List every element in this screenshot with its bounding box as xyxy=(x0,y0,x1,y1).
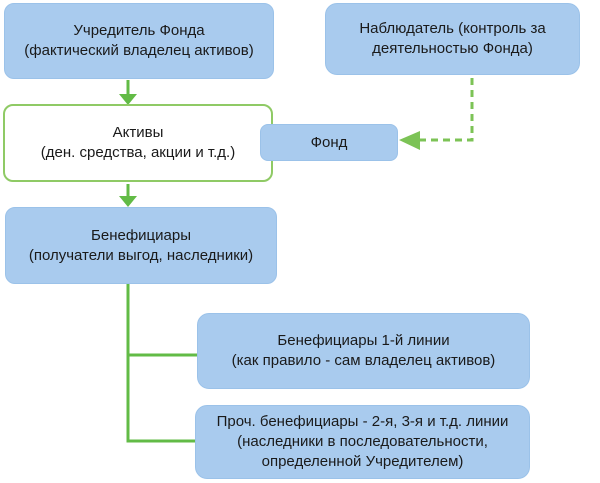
node-founder-line1: Учредитель Фонда xyxy=(73,22,205,39)
node-fund: Фонд xyxy=(260,124,398,161)
node-beneficiaries-first-line: Бенефициары 1-й линии (как правило - сам… xyxy=(197,313,530,389)
arrow-founder-to-assets xyxy=(119,80,137,105)
dashed-arrow-observer-to-fund xyxy=(399,78,474,150)
node-founder: Учредитель Фонда (фактический владелец а… xyxy=(4,3,274,79)
node-beneficiaries-line2: (получатели выгод, наследники) xyxy=(28,246,254,264)
node-beneficiaries: Бенефициары (получатели выгод, наследник… xyxy=(5,207,277,284)
node-beneficiaries-other-line1: Проч. бенефициары - 2-я, 3-я и т.д. лини… xyxy=(216,413,509,430)
node-observer-line2: деятельностью Фонда) xyxy=(372,40,533,57)
node-observer: Наблюдатель (контроль за деятельностью Ф… xyxy=(325,3,580,75)
node-beneficiaries-other-line2: (наследники в последовательности, xyxy=(237,433,488,450)
node-observer-line1: Наблюдатель (контроль за xyxy=(359,20,546,37)
arrow-assets-to-beneficiaries xyxy=(119,184,137,207)
node-beneficiaries-first-line-line2: (как правило - сам владелец активов) xyxy=(231,352,496,369)
node-beneficiaries-first-line-line1: Бенефициары 1-й линии xyxy=(277,332,450,349)
connector-beneficiaries-tree xyxy=(126,284,197,443)
node-beneficiaries-other-line3: определенной Учредителем) xyxy=(261,453,464,470)
node-assets-line2: (ден. средства, акции и т.д.) xyxy=(40,144,236,161)
node-assets-line1: Активы xyxy=(112,124,164,141)
node-fund-label: Фонд xyxy=(310,133,348,151)
node-assets: Активы (ден. средства, акции и т.д.) xyxy=(3,104,273,182)
node-founder-line2: (фактический владелец активов) xyxy=(24,42,254,59)
node-beneficiaries-line1: Бенефициары xyxy=(91,226,191,244)
node-beneficiaries-other-lines: Проч. бенефициары - 2-я, 3-я и т.д. лини… xyxy=(195,405,530,479)
